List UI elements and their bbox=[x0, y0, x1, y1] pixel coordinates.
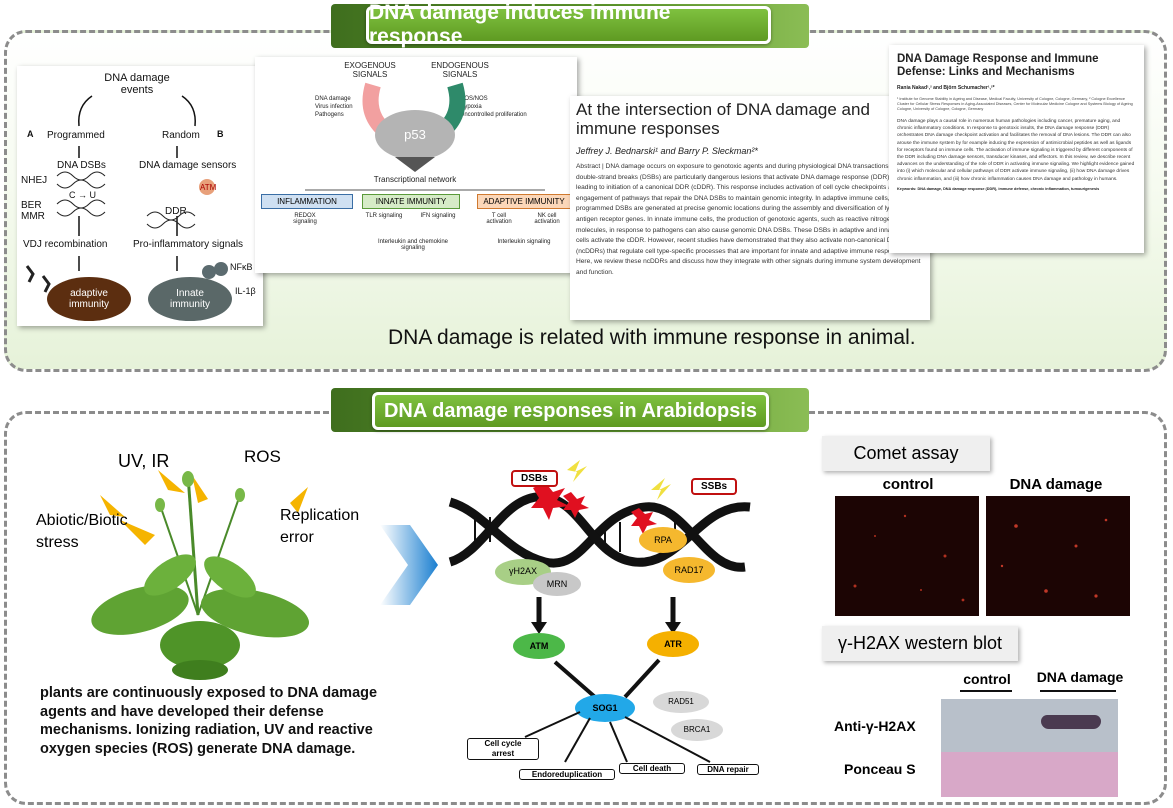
pathway-sog1: SOG1 bbox=[592, 703, 618, 713]
fig-b-innate-imm: INNATE IMMUNITY bbox=[362, 194, 460, 209]
fig-b-interleukin1: Interleukin and chemokine signaling bbox=[377, 239, 449, 251]
western-anti-label: Anti-γ-H2AX bbox=[834, 718, 916, 734]
western-ponceau-label: Ponceau S bbox=[844, 761, 916, 777]
pathway-rpa: RPA bbox=[654, 535, 672, 545]
pathway-dna-repair: DNA repair bbox=[697, 764, 759, 775]
comet-control-image bbox=[835, 496, 979, 616]
pathway-rad51: RAD51 bbox=[668, 697, 694, 706]
fig-a-sensors: DNA damage sensors bbox=[139, 160, 237, 171]
fig-b-tcell: T cell activation bbox=[486, 213, 512, 225]
blue-arrow bbox=[380, 525, 438, 605]
figure-ddr-pathway: DSBs SSBs γH2AX MRN RPA RAD17 ATM ATR SO… bbox=[445, 452, 765, 794]
pathway-cell-cycle: Cell cycle arrest bbox=[467, 738, 539, 760]
comet-control-label: control bbox=[882, 476, 934, 493]
pathway-endoredup: Endoreduplication bbox=[519, 769, 615, 780]
fig-b-nkcell: NK cell activation bbox=[534, 213, 560, 225]
western-damage-underline bbox=[1040, 690, 1116, 692]
western-band bbox=[1041, 715, 1101, 729]
fig-a-label-b: B bbox=[217, 129, 224, 139]
fig-a-arrows bbox=[25, 95, 232, 321]
fig-a-adaptive: adaptive immunity bbox=[68, 288, 109, 310]
figure-paper-nakad: DNA Damage Response and Immune Defense: … bbox=[889, 45, 1144, 253]
fig-c-title: At the intersection of DNA damage and im… bbox=[576, 100, 870, 138]
fig-b-ifn: IFN signaling bbox=[420, 213, 456, 219]
bottom-header-title: DNA damage responses in Arabidopsis bbox=[372, 392, 769, 430]
top-header-title: DNA damage induces immune response bbox=[366, 1, 771, 48]
fig-a-random: Random bbox=[162, 130, 200, 141]
fig-a-vdj: VDJ recombination bbox=[23, 239, 108, 250]
fig-b-endo-items: ROS/NOS Hypoxia Uncontrolled proliferati… bbox=[460, 96, 527, 118]
fig-b-p53: p53 bbox=[404, 127, 426, 142]
pathway-rad17: RAD17 bbox=[674, 565, 704, 575]
fig-a-ber-mmr: BER MMR bbox=[21, 200, 45, 222]
comet-title: Comet assay bbox=[822, 436, 990, 471]
fig-a-title: DNA damage events bbox=[104, 72, 170, 96]
plant-illustration bbox=[91, 470, 309, 680]
fig-b-endo: ENDOGENOUS SIGNALS bbox=[431, 61, 489, 79]
pathway-mrn: MRN bbox=[546, 579, 568, 589]
fig-b-network: Transcriptional network bbox=[373, 175, 457, 184]
figure-dna-damage-events: DNA damage events A Programmed Random B … bbox=[17, 66, 263, 326]
label-replication: Replication error bbox=[280, 507, 360, 546]
label-abiotic: Abiotic/Biotic stress bbox=[36, 512, 128, 551]
western-control-underline bbox=[960, 690, 1012, 692]
fig-b-inflammation: INFLAMMATION bbox=[261, 194, 353, 209]
fig-d-affil: ¹ Institute for Genome Stability in Agei… bbox=[897, 97, 1133, 111]
western-title: γ-H2AX western blot bbox=[822, 626, 1018, 661]
figure-paper-bednarski: At the intersection of DNA damage and im… bbox=[570, 96, 930, 320]
fig-a-proinflam: Pro-inflammatory signals bbox=[133, 239, 244, 250]
fig-a-dsbs: DNA DSBs bbox=[57, 160, 106, 171]
label-uv-ir: UV, IR bbox=[118, 451, 170, 471]
pathway-ssbs: SSBs bbox=[691, 478, 738, 495]
fig-b-tlr: TLR signaling bbox=[365, 213, 403, 219]
figure-p53-network: EXOGENOUS SIGNALS ENDOGENOUS SIGNALS DNA… bbox=[255, 57, 577, 273]
fig-d-title: DNA Damage Response and Immune Defense: … bbox=[897, 53, 1099, 78]
fig-d-abstract: DNA damage plays a causal role in numero… bbox=[897, 119, 1135, 182]
top-caption: DNA damage is related with immune respon… bbox=[388, 326, 916, 349]
plant-description: plants are continuously exposed to DNA d… bbox=[40, 685, 378, 757]
pathway-h2ax: γH2AX bbox=[508, 566, 537, 576]
western-control-label: control bbox=[963, 671, 1011, 687]
western-damage-label: DNA damage bbox=[1036, 669, 1124, 685]
pathway-atm: ATM bbox=[529, 641, 549, 651]
fig-b-exo-items: DNA damage Virus infection Pathogens bbox=[315, 96, 353, 118]
fig-d-authors: Rania Nakad¹,² and Björn Schumacher¹,²* bbox=[897, 85, 995, 91]
fig-a-atm: ATM bbox=[200, 183, 217, 192]
fig-a-programmed: Programmed bbox=[47, 130, 105, 141]
ponceau-image bbox=[941, 752, 1118, 797]
pathway-atr: ATR bbox=[664, 639, 682, 649]
fig-b-shapes bbox=[305, 82, 545, 191]
comet-damage-image bbox=[986, 496, 1130, 616]
label-ros: ROS bbox=[244, 447, 281, 466]
comet-damage-label: DNA damage bbox=[1009, 476, 1103, 493]
western-blot-image bbox=[941, 699, 1118, 752]
fig-a-c-u: C → U bbox=[69, 190, 96, 200]
pathway-shapes bbox=[448, 460, 751, 763]
pathway-dsbs: DSBs bbox=[511, 470, 558, 487]
fig-b-adaptive-imm: ADAPTIVE IMMUNITY bbox=[477, 194, 571, 209]
fig-c-abstract: Abstract | DNA damage occurs on exposure… bbox=[576, 163, 923, 276]
fig-d-keywords: Keywords: DNA damage, DNA damage respons… bbox=[897, 186, 1100, 191]
pathway-cell-death: Cell death bbox=[619, 763, 685, 774]
fig-b-redox: REDOX signaling bbox=[293, 213, 317, 225]
fig-a-ddr: DDR bbox=[165, 206, 187, 217]
fig-c-authors: Jeffrey J. Bednarski¹ and Barry P. Sleck… bbox=[576, 146, 758, 156]
fig-a-label-a: A bbox=[27, 129, 34, 139]
fig-a-nfkb: NFκB bbox=[230, 262, 253, 272]
fig-a-nhej: NHEJ bbox=[21, 175, 48, 186]
pathway-brca1: BRCA1 bbox=[683, 725, 711, 734]
fig-b-exo: EXOGENOUS SIGNALS bbox=[344, 61, 396, 79]
fig-a-il1b: IL-1β bbox=[235, 286, 256, 296]
fig-a-innate: Innate immunity bbox=[169, 288, 210, 310]
fig-b-interleukin2: Interleukin signaling bbox=[497, 239, 551, 245]
